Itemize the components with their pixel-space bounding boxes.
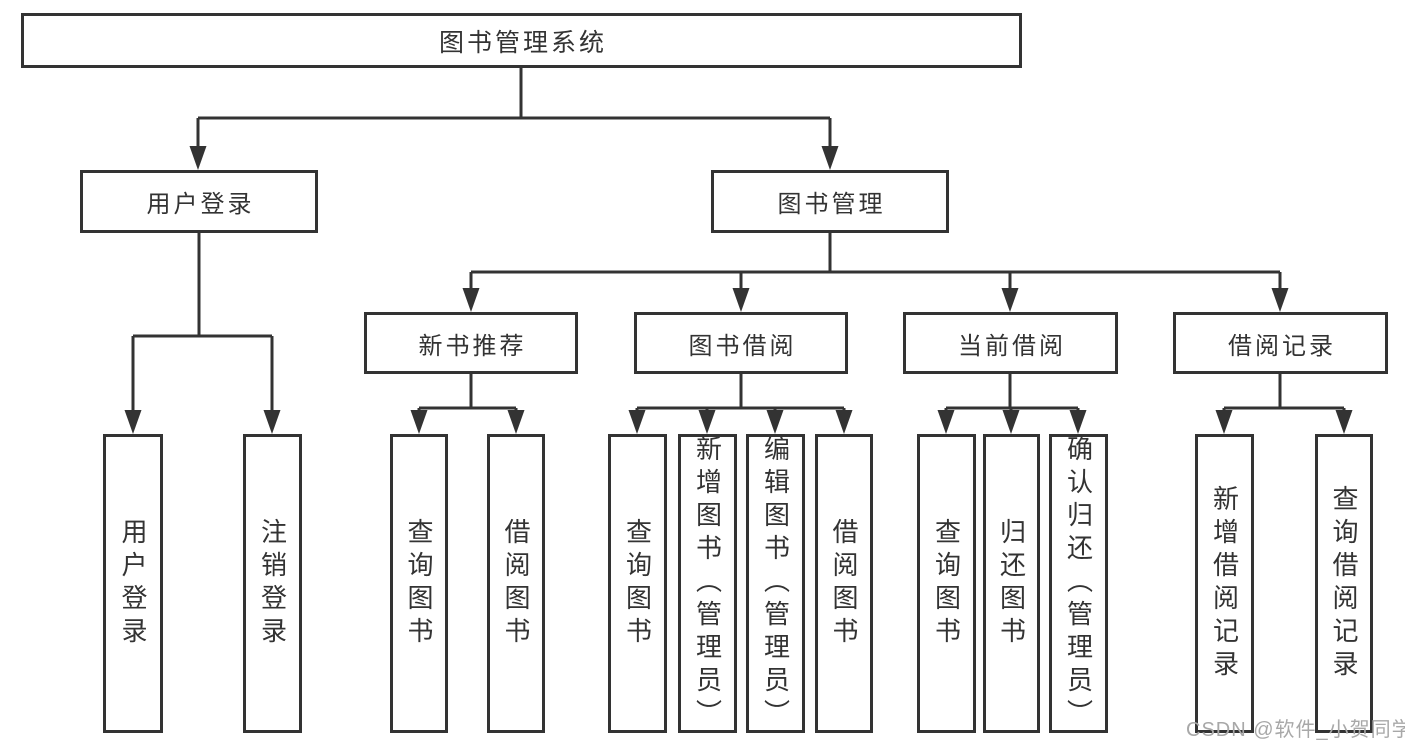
connector-book-borrowing-to-leaves (628, 374, 853, 434)
node-new-book-recommend-label: 新书推荐 (418, 332, 527, 360)
node-root: 图书管理系统 (21, 13, 1022, 68)
node-root-label: 图书管理系统 (438, 28, 607, 57)
connector-current-borrowing-to-leaves (937, 374, 1087, 434)
leaf-logout-label: 注销登录 (257, 517, 288, 650)
leaf-borrow-books-label: 借阅图书 (829, 517, 859, 650)
watermark-text: CSDN @软件_小贺同学 (1186, 719, 1405, 741)
leaf-logout: 注销登录 (243, 434, 302, 733)
leaf-query-books-borrowing-label: 查询图书 (622, 517, 653, 650)
leaf-confirm-return-admin-label: 确认归还（管理员） (1063, 435, 1094, 732)
leaf-query-books-recommend-label: 查询图书 (404, 517, 434, 650)
node-user-login: 用户登录 (80, 170, 318, 233)
node-book-management: 图书管理 (711, 170, 949, 233)
leaf-add-books-admin-label: 新增图书（管理员） (692, 435, 723, 732)
node-current-borrowing: 当前借阅 (903, 312, 1118, 374)
node-user-login-label: 用户登录 (146, 191, 255, 218)
leaf-query-borrow-record: 查询借阅记录 (1315, 434, 1373, 733)
leaf-edit-books-admin-label: 编辑图书（管理员） (760, 435, 791, 732)
node-borrow-records: 借阅记录 (1173, 312, 1388, 374)
leaf-query-books-current: 查询图书 (917, 434, 976, 733)
leaf-borrow-books-recommend-label: 借阅图书 (501, 517, 531, 650)
leaf-query-books-current-label: 查询图书 (931, 517, 962, 650)
leaf-borrow-books-recommend: 借阅图书 (487, 434, 545, 733)
leaf-add-borrow-record: 新增借阅记录 (1195, 434, 1254, 733)
leaf-query-books-borrowing: 查询图书 (608, 434, 667, 733)
leaf-add-borrow-record-label: 新增借阅记录 (1209, 484, 1240, 683)
node-new-book-recommend: 新书推荐 (364, 312, 578, 374)
node-book-borrowing-label: 图书借阅 (688, 332, 797, 360)
leaf-user-login-label: 用户登录 (118, 517, 148, 650)
leaf-query-books-recommend: 查询图书 (390, 434, 448, 733)
leaf-confirm-return-admin: 确认归还（管理员） (1049, 434, 1108, 733)
leaf-borrow-books: 借阅图书 (815, 434, 873, 733)
leaf-return-books-label: 归还图书 (996, 517, 1027, 650)
node-book-management-label: 图书管理 (777, 191, 886, 218)
leaf-return-books: 归还图书 (983, 434, 1040, 733)
node-current-borrowing-label: 当前借阅 (958, 332, 1066, 360)
node-book-borrowing: 图书借阅 (634, 312, 848, 374)
connector-root-to-level2 (189, 68, 839, 170)
leaf-query-borrow-record-label: 查询借阅记录 (1329, 484, 1359, 683)
connector-book-management-to-level3 (462, 233, 1289, 312)
leaf-add-books-admin: 新增图书（管理员） (678, 434, 737, 733)
connector-user-login-to-leaves (124, 233, 281, 434)
connector-new-book-recommend-to-leaves (410, 374, 525, 434)
node-borrow-records-label: 借阅记录 (1228, 332, 1336, 360)
leaf-edit-books-admin: 编辑图书（管理员） (746, 434, 805, 733)
leaf-user-login: 用户登录 (103, 434, 163, 733)
connector-borrow-records-to-leaves (1215, 374, 1353, 434)
